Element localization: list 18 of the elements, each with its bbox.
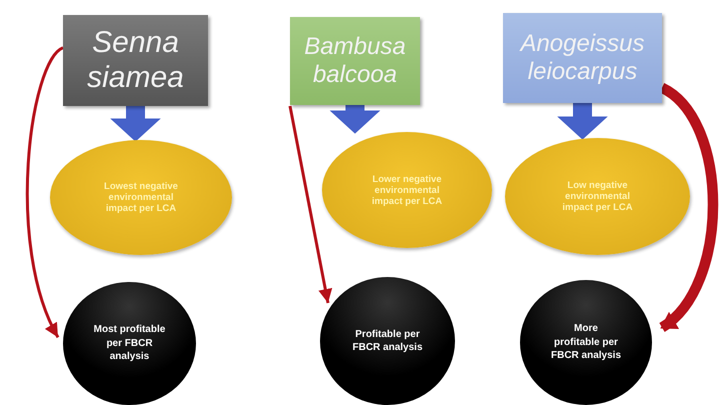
node-label: Lowest negative environmental impact per LCA <box>103 181 179 214</box>
arrow <box>288 106 332 304</box>
node-label: More profitable per FBCR analysis <box>550 322 622 363</box>
arrow <box>26 46 64 338</box>
block-arrow <box>330 104 380 134</box>
arrow <box>658 83 718 332</box>
species-box <box>63 15 208 106</box>
node-label: Most profitable per FBCR analysis <box>93 323 166 364</box>
node-label: Bambusa balcooa <box>303 33 407 89</box>
species-box <box>503 13 662 103</box>
species-box <box>290 17 420 105</box>
node-label: Profitable per FBCR analysis <box>351 328 424 354</box>
block-arrow <box>110 106 161 142</box>
node-label: Senna siamea <box>86 26 185 95</box>
node-label: Low negative environmental impact per LCA <box>561 180 634 213</box>
block-arrow <box>557 102 608 140</box>
node-label: Lower negative environmental impact per LCA <box>370 174 444 206</box>
node-label: Anogeissus leiocarpus <box>518 30 646 86</box>
